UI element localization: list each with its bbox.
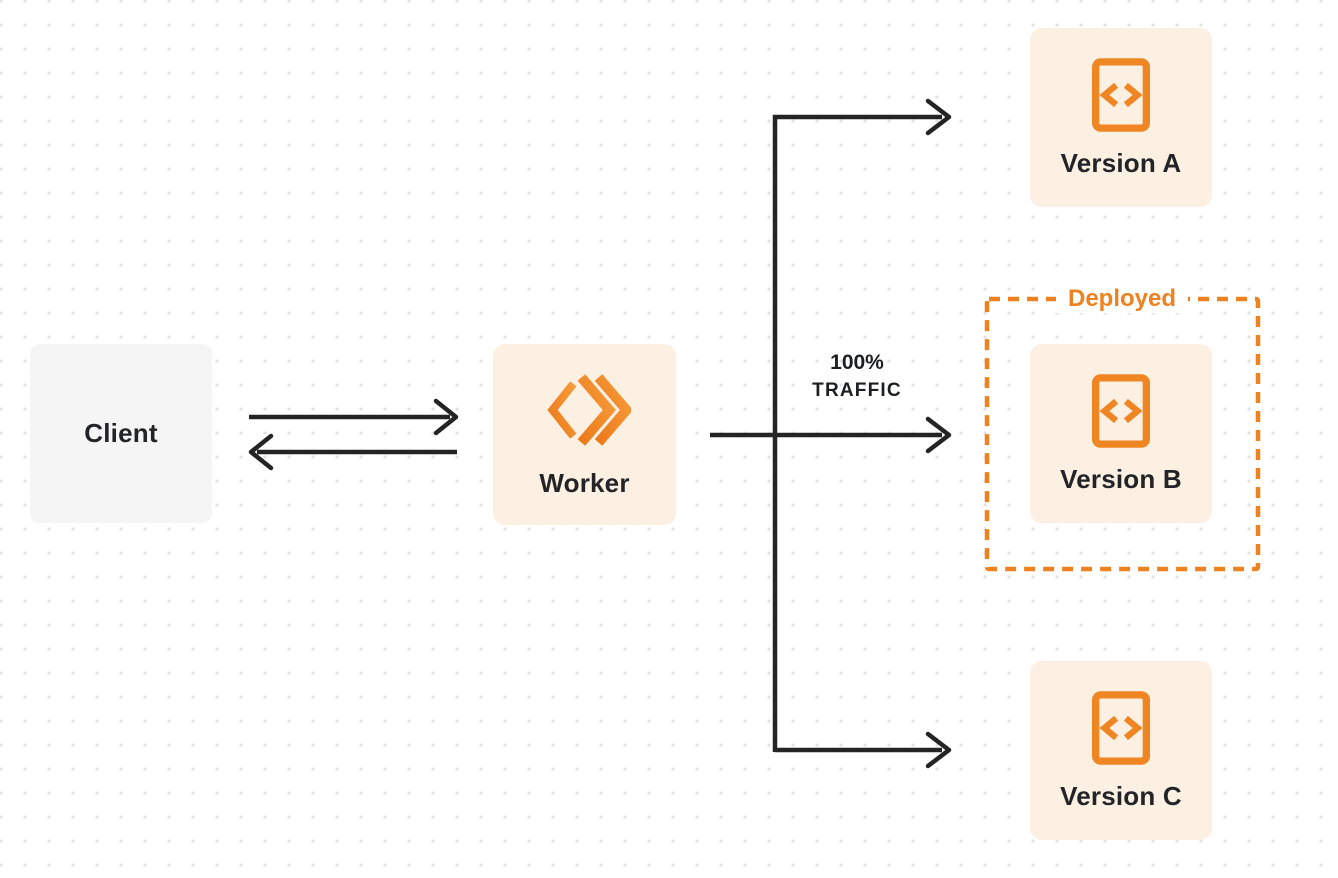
cloudflare-workers-logo-icon [539,371,633,454]
traffic-percentage-label: 100% [830,351,884,374]
version-c-node: Version C [1030,661,1212,840]
deployed-group-label: Deployed [1055,285,1189,313]
worker-to-client-arrowhead-icon [248,433,274,471]
version-a-arrowhead-icon [925,98,952,136]
version-b-node-label: Version B [1060,463,1182,494]
distribution-trunk-line [772,114,942,752]
client-node-label: Client [84,418,158,448]
client-to-worker-arrowhead-icon [433,398,459,436]
code-file-icon [1090,690,1152,771]
code-file-icon [1090,57,1152,138]
worker-node: Worker [493,344,676,525]
worker-node-label: Worker [539,467,630,498]
version-a-node-label: Version A [1060,147,1182,178]
traffic-word-label: TRAFFIC [812,380,902,401]
version-b-arrowhead-icon [925,416,952,454]
version-a-node: Version A [1030,28,1212,207]
version-c-arrowhead-icon [925,731,952,769]
traffic-annotation: 100% TRAFFIC [787,350,927,406]
client-node: Client [30,344,212,523]
code-file-icon [1090,373,1152,454]
version-c-node-label: Version C [1060,780,1182,811]
version-b-node: Version B [1030,344,1212,523]
